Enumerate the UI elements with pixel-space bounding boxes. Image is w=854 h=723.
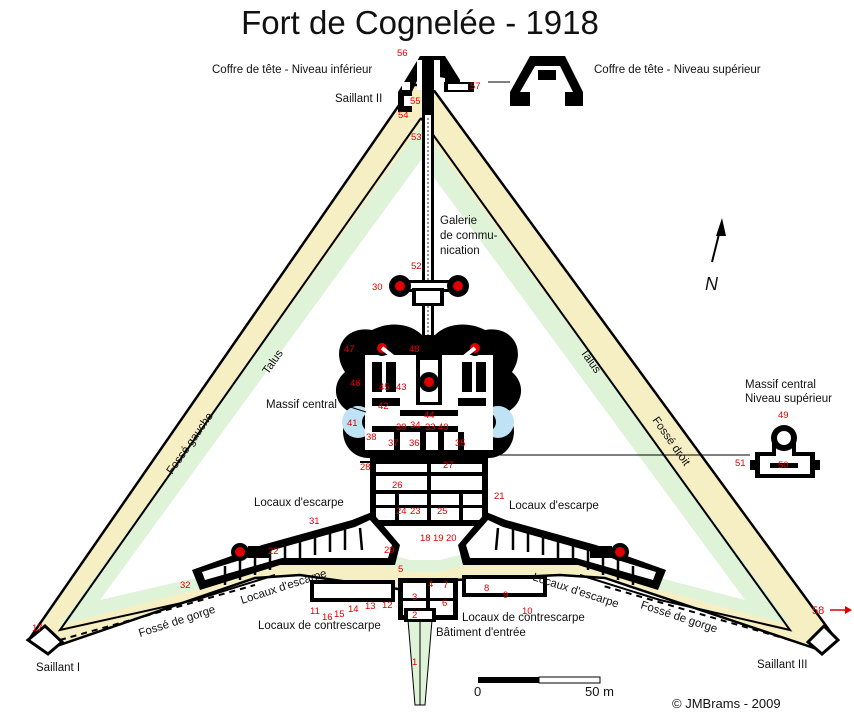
room-number: 26 [392,480,403,491]
label-batiment-entree: Bâtiment d'entrée [436,627,526,639]
room-number: 16 [322,612,333,623]
room-number: 41 [347,418,358,429]
room-number: 11 [310,606,320,617]
room-number: 28 [360,462,371,473]
page-title: Fort de Cognelée - 1918 [241,4,599,41]
room-number: 45 [379,382,390,393]
room-number: 15 [334,609,345,620]
escarp-line [420,117,793,632]
room-number: 3 [412,592,417,603]
room-number: 31 [309,516,320,527]
label-saillant-1: Saillant I [36,662,80,674]
room-number: 32 [180,580,191,591]
room-number: 54 [398,110,409,121]
label-galerie-3: nication [440,245,480,257]
copyright: © JMBrams - 2009 [672,696,781,711]
room-number: 51 [735,458,746,469]
room-number: 4 [428,579,433,590]
room-number: 27 [443,460,454,471]
label-locaux-escarpe-tr: Locaux d'escarpe [509,500,599,512]
north-label: N [705,274,719,294]
arrow-58-label: 58 [812,605,824,617]
room-number: 9 [503,590,508,601]
room-number: 17 [32,623,43,634]
room-number: 2 [412,610,417,621]
scale-zero: 0 [474,684,481,699]
room-number: 38 [366,432,377,443]
room-number: 33 [425,422,436,433]
room-number: 36 [409,438,420,449]
room-number: 1 [412,657,417,668]
room-number: 25 [437,506,448,517]
room-number: 35 [455,438,466,449]
room-number: 13 [365,601,376,612]
label-locaux-escarpe-tl: Locaux d'escarpe [254,497,344,509]
room-number: 42 [378,401,389,412]
scale-fifty: 50 m [585,684,614,699]
room-number: 57 [470,81,481,92]
room-number: 21 [494,491,505,502]
room-number: 14 [348,604,359,615]
room-number: 34 [410,420,421,431]
saillant-1-bastion [25,624,65,656]
room-number: 37 [388,438,399,449]
room-number: 52 [411,261,422,272]
scale-bar [478,676,601,684]
room-number: 39 [396,422,407,433]
room-number: 19 [433,533,444,544]
room-number: 46 [350,378,361,389]
label-galerie-1: Galerie [440,215,477,227]
room-number: 5 [398,564,403,575]
label-massif-sup-2: Niveau supérieur [745,393,832,405]
room-number: 8 [484,583,489,594]
room-number: 44 [424,410,435,421]
label-locaux-contrescarpe-r: Locaux de contrescarpe [462,612,585,624]
label-massif-sup-1: Massif central [745,379,816,391]
label-saillant-3: Saillant III [757,659,808,671]
room-number: 30 [372,282,383,293]
room-number: 12 [382,600,393,611]
room-number: 43 [396,382,407,393]
room-number: 29 [384,545,395,556]
room-number: 10 [522,606,533,617]
room-number: 23 [410,506,421,517]
room-number: 6 [442,598,447,609]
north-arrow-icon [711,218,726,263]
room-number: 49 [778,410,789,421]
room-number: 56 [397,48,408,59]
room-number: 48 [409,344,420,355]
room-number: 20 [446,533,457,544]
label-coffre-inferieur: Coffre de tête - Niveau inférieur [212,64,372,76]
room-number: 18 [420,533,431,544]
room-number: 7 [443,580,448,591]
room-number: 22 [268,546,279,557]
room-number: 53 [411,132,422,143]
label-saillant-2: Saillant II [335,93,382,105]
coffre-tete-lower [398,56,460,112]
room-number: 50 [778,460,789,471]
saillant-3-bastion [805,623,841,656]
room-number: 47 [344,344,355,355]
label-massif-central: Massif central [266,399,337,411]
room-numbers: 1 2 3 4 5 6 7 8 9 10 11 12 13 14 15 16 1… [32,48,789,668]
label-galerie-2: de commu- [440,230,498,242]
massif-upper-inset [750,425,820,478]
room-number: 24 [396,506,407,517]
room-number: 55 [410,96,421,107]
label-locaux-contrescarpe-l: Locaux de contrescarpe [258,620,381,632]
room-number: 40 [438,422,449,433]
label-coffre-superieur: Coffre de tête - Niveau supérieur [594,64,761,76]
